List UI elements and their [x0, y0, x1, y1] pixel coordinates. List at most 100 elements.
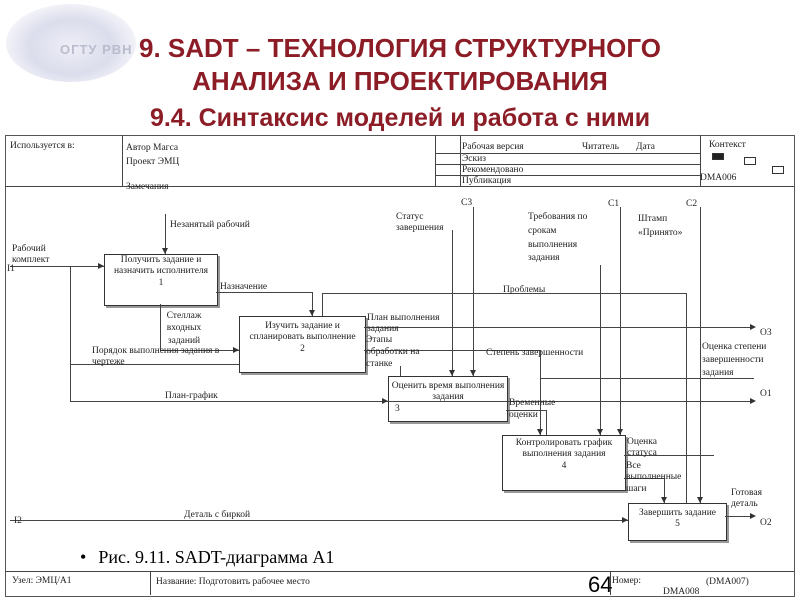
function-box-2-label: Изучить задание и спланировать выполнени…	[249, 321, 356, 343]
arrowhead	[382, 398, 388, 404]
arrow-c2	[700, 207, 701, 503]
header-row-2	[435, 164, 700, 165]
arrow-status-est	[624, 455, 714, 456]
label-degree: Степень завершенности	[486, 348, 584, 358]
arrowhead	[162, 248, 168, 254]
arrow-time-est-down	[546, 410, 547, 435]
label-requirements: Требования по срокам выполнения задания	[528, 212, 588, 264]
header-divider-2	[435, 135, 436, 186]
label-ready: Готовая деталь	[731, 488, 763, 509]
label-schedule: План-график	[165, 391, 218, 401]
project-label: Проект ЭМЦ	[126, 157, 180, 167]
arrow-c3	[473, 207, 474, 376]
header-divider-1	[122, 135, 123, 186]
label-i1: I1	[7, 264, 15, 274]
arrow-all-steps-down	[664, 478, 665, 503]
title-line-1: 9. SADT – ТЕХНОЛОГИЯ СТРУКТУРНОГО	[138, 33, 662, 63]
footer-number-value: (DMA007)	[706, 577, 749, 587]
arrowhead	[233, 347, 239, 353]
function-box-3-label: Оценить время выполнения задания	[391, 381, 505, 403]
label-assignment: Назначение	[220, 282, 268, 292]
label-stamp: Штамп «Принято»	[638, 214, 683, 239]
header-row-3	[435, 175, 700, 176]
label-worker-complex: Рабочий комплект	[12, 244, 50, 265]
arrow-rack	[160, 304, 161, 350]
label-c3: C3	[461, 198, 473, 208]
context-code: DMA006	[700, 173, 737, 183]
function-box-4-label: Контролировать график выполнения задания	[515, 438, 613, 460]
arrow-i2	[10, 520, 628, 521]
recommended-label: Рекомендовано	[462, 165, 524, 175]
label-assessment: Оценка степени завершенности задания	[702, 342, 767, 378]
label-o3: O3	[760, 328, 772, 338]
label-plan: План выполнения задания	[367, 313, 440, 334]
function-box-4: Контролировать график выполнения задания…	[502, 435, 626, 491]
arrow-problems-left	[322, 293, 323, 316]
slide-title: 9. SADT – ТЕХНОЛОГИЯ СТРУКТУРНОГО АНАЛИЗ…	[0, 32, 800, 97]
arrow-problems-down	[686, 293, 687, 503]
label-c2: C2	[686, 199, 698, 209]
context-mini-box-3	[772, 166, 784, 174]
slide-subtitle: 9.4. Синтаксис моделей и работа с ними	[149, 104, 651, 132]
arrowhead	[597, 429, 603, 435]
label-order: Порядок выполнения задания в чертеже	[92, 346, 220, 367]
label-status-est: Оценка статуса	[627, 437, 657, 458]
arrowhead	[449, 370, 455, 376]
arrow-c1	[620, 207, 621, 435]
arrow-requirements	[600, 265, 601, 435]
arrow-order	[70, 364, 239, 365]
function-box-3-number: 3	[395, 403, 400, 414]
arrowhead	[98, 263, 104, 269]
arrow-i1	[10, 266, 104, 267]
figure-caption: •Рис. 9.11. SADT-диаграмма А1	[80, 547, 334, 568]
header-divider-3	[460, 135, 461, 186]
reader-label: Читатель	[582, 142, 619, 152]
sketch-label: Эскиз	[462, 154, 486, 164]
arrowhead	[470, 370, 476, 376]
arrow-rack-right	[160, 350, 239, 351]
arrowhead	[537, 429, 543, 435]
arrowhead	[617, 429, 623, 435]
arrow-i1-down	[70, 266, 71, 401]
function-box-4-number: 4	[561, 460, 567, 471]
logo-text: ОГТУ РВН	[60, 42, 133, 57]
arrow-degree	[364, 350, 540, 351]
function-box-3: Оценить время выполнения задания 3	[388, 376, 508, 422]
working-version-label: Рабочая версия	[462, 142, 524, 152]
label-free-worker: Незанятый рабочий	[170, 220, 250, 230]
page-number: 64	[588, 572, 613, 597]
footer-divider-2	[610, 571, 611, 595]
label-detail: Деталь с биркой	[184, 510, 251, 520]
function-box-5-label: Завершить задание	[638, 508, 717, 518]
label-status-completion: Статус завершения	[396, 212, 444, 233]
arrowhead	[750, 324, 756, 330]
function-box-1: Получить задание и назначить исполнителя…	[104, 254, 218, 306]
label-c1: C1	[608, 199, 620, 209]
footer-number-code: DMA008	[663, 587, 700, 597]
used-in-label: Используется в:	[10, 141, 75, 151]
function-box-1-number: 1	[158, 277, 164, 288]
diagram-frame	[5, 135, 795, 597]
context-mini-box-1	[712, 153, 724, 160]
label-time-est: Временные оценки	[509, 398, 556, 421]
arrowhead	[697, 497, 703, 503]
context-label: Контекст	[709, 140, 746, 150]
publication-label: Публикация	[462, 176, 512, 186]
arrow-time-est	[506, 410, 546, 411]
header-row-1	[435, 153, 700, 154]
bullet-icon: •	[80, 547, 87, 567]
university-logo	[6, 4, 136, 82]
arrow-free-worker	[165, 214, 166, 254]
footer-divider-1	[150, 571, 151, 595]
arrow-problems	[322, 293, 686, 294]
label-i2: I2	[14, 516, 22, 526]
arrow-assignment-down	[312, 292, 313, 316]
arrowhead	[661, 497, 667, 503]
arrow-o2	[725, 516, 754, 517]
context-mini-box-2	[744, 157, 756, 165]
arrowhead	[750, 398, 756, 404]
label-stages: Этапы обработки на станке	[366, 335, 420, 369]
function-box-5: Завершить задание 5	[628, 503, 727, 541]
arrowhead	[622, 517, 628, 523]
function-box-2: Изучить задание и спланировать выполнени…	[239, 316, 366, 373]
